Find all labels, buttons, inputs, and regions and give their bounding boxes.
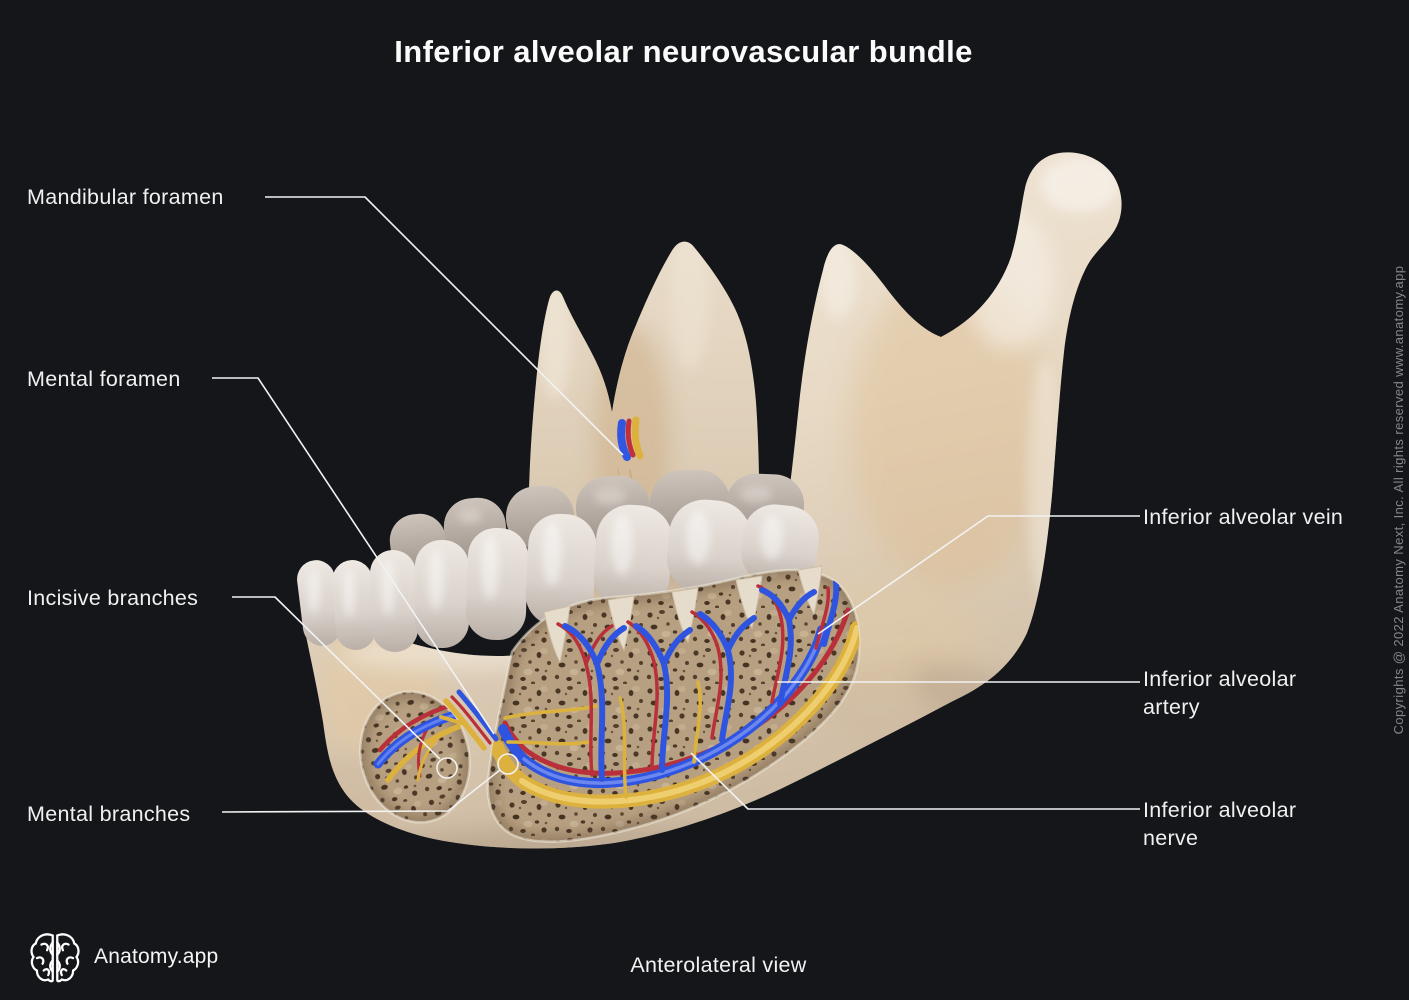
label-inferior-alveolar-nerve: Inferior alveolar nerve bbox=[1143, 798, 1297, 850]
label-mandibular-foramen: Mandibular foramen bbox=[27, 185, 224, 209]
label-mental-foramen: Mental foramen bbox=[27, 367, 181, 391]
mental-foramen-bundle bbox=[439, 689, 499, 751]
mental-branches-circle bbox=[497, 753, 519, 775]
leader-incisive-branches bbox=[232, 596, 441, 760]
anterior-cutaway bbox=[345, 678, 485, 836]
label-mental-branches: Mental branches bbox=[27, 802, 191, 826]
incisive-branches-circle bbox=[436, 757, 458, 779]
leader-inferior-alveolar-nerve bbox=[690, 752, 1140, 810]
leader-mandibular-foramen bbox=[265, 196, 624, 456]
label-inferior-alveolar-vein: Inferior alveolar vein bbox=[1143, 505, 1344, 529]
view-caption: Anterolateral view bbox=[630, 953, 807, 977]
mandibular-foramen-bundle bbox=[617, 416, 644, 461]
page-title: Inferior alveolar neurovascular bundle bbox=[394, 34, 973, 69]
label-inferior-alveolar-artery: Inferior alveolar artery bbox=[1143, 667, 1297, 719]
leader-mental-foramen bbox=[212, 377, 495, 735]
brand-name: Anatomy.app bbox=[94, 945, 219, 968]
leader-inferior-alveolar-vein bbox=[817, 515, 1140, 635]
leader-lines bbox=[212, 196, 1140, 813]
tooth-roots bbox=[543, 565, 823, 664]
leader-mental-branches bbox=[221, 769, 501, 813]
brand-lockup: Anatomy.app bbox=[30, 931, 218, 983]
main-cutaway bbox=[486, 565, 861, 843]
teeth-front-row bbox=[297, 499, 819, 652]
label-incisive-branches: Incisive branches bbox=[27, 586, 199, 610]
brain-icon bbox=[30, 933, 80, 983]
neurovascular-canal bbox=[490, 579, 860, 809]
copyright-vertical-text: Copyrights @ 2022 Anatomy Next, Inc. All… bbox=[1391, 265, 1406, 735]
